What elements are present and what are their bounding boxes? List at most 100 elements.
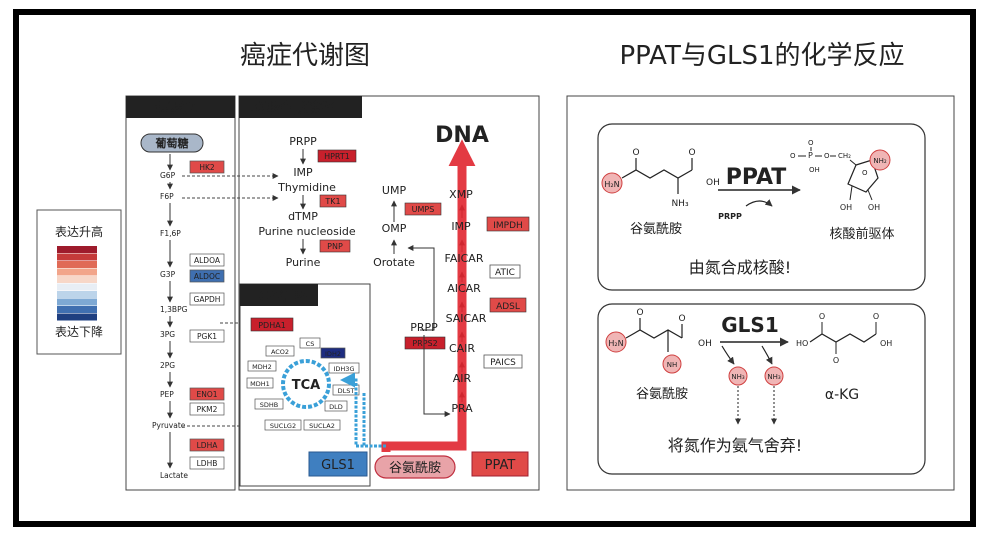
svg-text:O: O [808,139,814,147]
eno1-box [189,387,225,401]
dlst-label: DLST [338,387,355,395]
atic-label: ATIC [495,268,515,278]
aldoa-box [189,253,225,267]
ppat-cofactor-label: PRPP [718,212,742,221]
ammonia-label-1: NH₃ [731,373,745,381]
metabolite-label: F6P [160,192,174,201]
gls1-nh3-arrow-1 [721,345,735,365]
sdhb-label: SDHB [260,401,278,409]
legend-swatch [57,268,97,276]
svg-text:O: O [790,152,796,160]
pra-label: PRA [451,402,473,415]
aicar-label: AICAR [447,282,481,295]
svg-text:OH: OH [698,339,712,349]
legend-color-scale [57,246,97,321]
svg-text:O: O [636,308,643,318]
gls1-label: GLS1 [321,458,355,473]
prps2-box [404,336,446,350]
mdh2-label: MDH2 [252,363,272,371]
idh3g-label: IDH3G [334,365,355,373]
gapdh-label: GAPDH [194,295,221,304]
glycolysis-header: 糖酵解 [155,100,197,117]
legend-swatch [57,246,97,253]
nucleotide-precursor-structure: O P O OH O CH₂ O NH₂ OH OH [790,139,891,212]
ldha-box [189,438,225,452]
aldoa-label: ALDOA [194,256,221,265]
svg-text:O: O [862,169,868,177]
aldoc-box [189,269,225,283]
sucla2-box [303,419,341,431]
gls1-box [308,451,368,477]
pkm2-box [189,402,225,416]
svg-text:OH: OH [880,339,892,348]
pnp-label: PNP [327,242,343,251]
idh2-label: IDH2 [325,350,341,358]
metabolite-label: F1,6P [160,229,181,238]
cs-label: CS [306,340,315,348]
ppat-label: PPAT [485,458,516,473]
svg-text:O: O [688,148,695,158]
tca-header: TCA循环 [249,288,308,305]
legend-swatch [57,313,97,321]
glycolysis-chain: G6PF6PF1,6PG3P1,3BPG3PG2PGPEPPyruvateLac… [152,154,188,480]
metabolite-label: 1,3BPG [160,305,188,314]
ammonia-label-2: NH₃ [767,373,781,381]
ppat-cofactor-arrow [745,199,773,207]
gls1-reaction-box [597,303,926,475]
svg-text:H₂N: H₂N [604,180,619,189]
ppat-enzyme-label: PPAT [726,165,787,190]
pdha1-box [250,317,294,332]
cs-box [299,337,321,349]
gls1-product-label: α-KG [825,387,859,403]
metabolite-label: 2PG [160,361,175,370]
sucla2-label: SUCLA2 [309,422,335,430]
dld-box [324,400,348,412]
pdha1-label: PDHA1 [258,321,286,330]
faicar-label: FAICAR [445,252,484,265]
svg-text:NH₂: NH₂ [873,157,887,165]
legend-swatch [57,298,97,306]
tca-header-bar [240,284,318,306]
legend-swatch [57,276,97,283]
adsl-label: ADSL [496,302,520,312]
metabolite-label: Lactate [160,471,188,480]
suclg2-label: SUCLG2 [270,422,296,430]
svg-text:CH₂: CH₂ [838,152,851,160]
legend-swatch [57,261,97,268]
glutamine-pill [374,455,456,479]
svg-text:P: P [808,151,813,160]
eno1-label: ENO1 [196,390,217,399]
atic-box [489,264,521,279]
tk1-label: TK1 [324,197,340,206]
air-label: AIR [453,372,472,385]
prpp-orotate-arrow [407,245,435,331]
alpha-kg-structure: HO O O O OH [796,312,892,365]
paics-box [483,354,523,369]
tca-center-label: TCA [292,378,320,393]
dld-label: DLD [329,403,343,411]
purine-nucleoside-label: Purine nucleoside [258,225,356,238]
legend-swatch [57,283,97,291]
mdh2-box [247,360,277,372]
legend-down-label: 表达下降 [55,325,103,339]
nucleotide-header-bar [239,96,362,118]
prpp-top-label: PRPP [289,135,317,148]
pkm2-label: PKM2 [197,405,218,414]
umps-box [404,202,442,216]
ldha-label: LDHA [197,441,219,450]
glutamine-structure-ppat: H₂N O O OH NH₃ [601,148,720,209]
gapdh-box [189,292,225,306]
imp-label: IMP [451,220,471,233]
hk2-box [189,160,225,174]
ppat-substrate-label: 谷氨酰胺 [630,222,682,237]
sdhb-box [254,398,284,410]
glucose-label: 葡萄糖 [155,136,189,150]
svg-text:O: O [819,312,825,321]
svg-text:O: O [873,312,879,321]
tk1-box [319,194,347,208]
legend-swatch [57,291,97,298]
svg-text:O: O [824,152,830,160]
thymidine-label: Thymidine [277,181,336,194]
